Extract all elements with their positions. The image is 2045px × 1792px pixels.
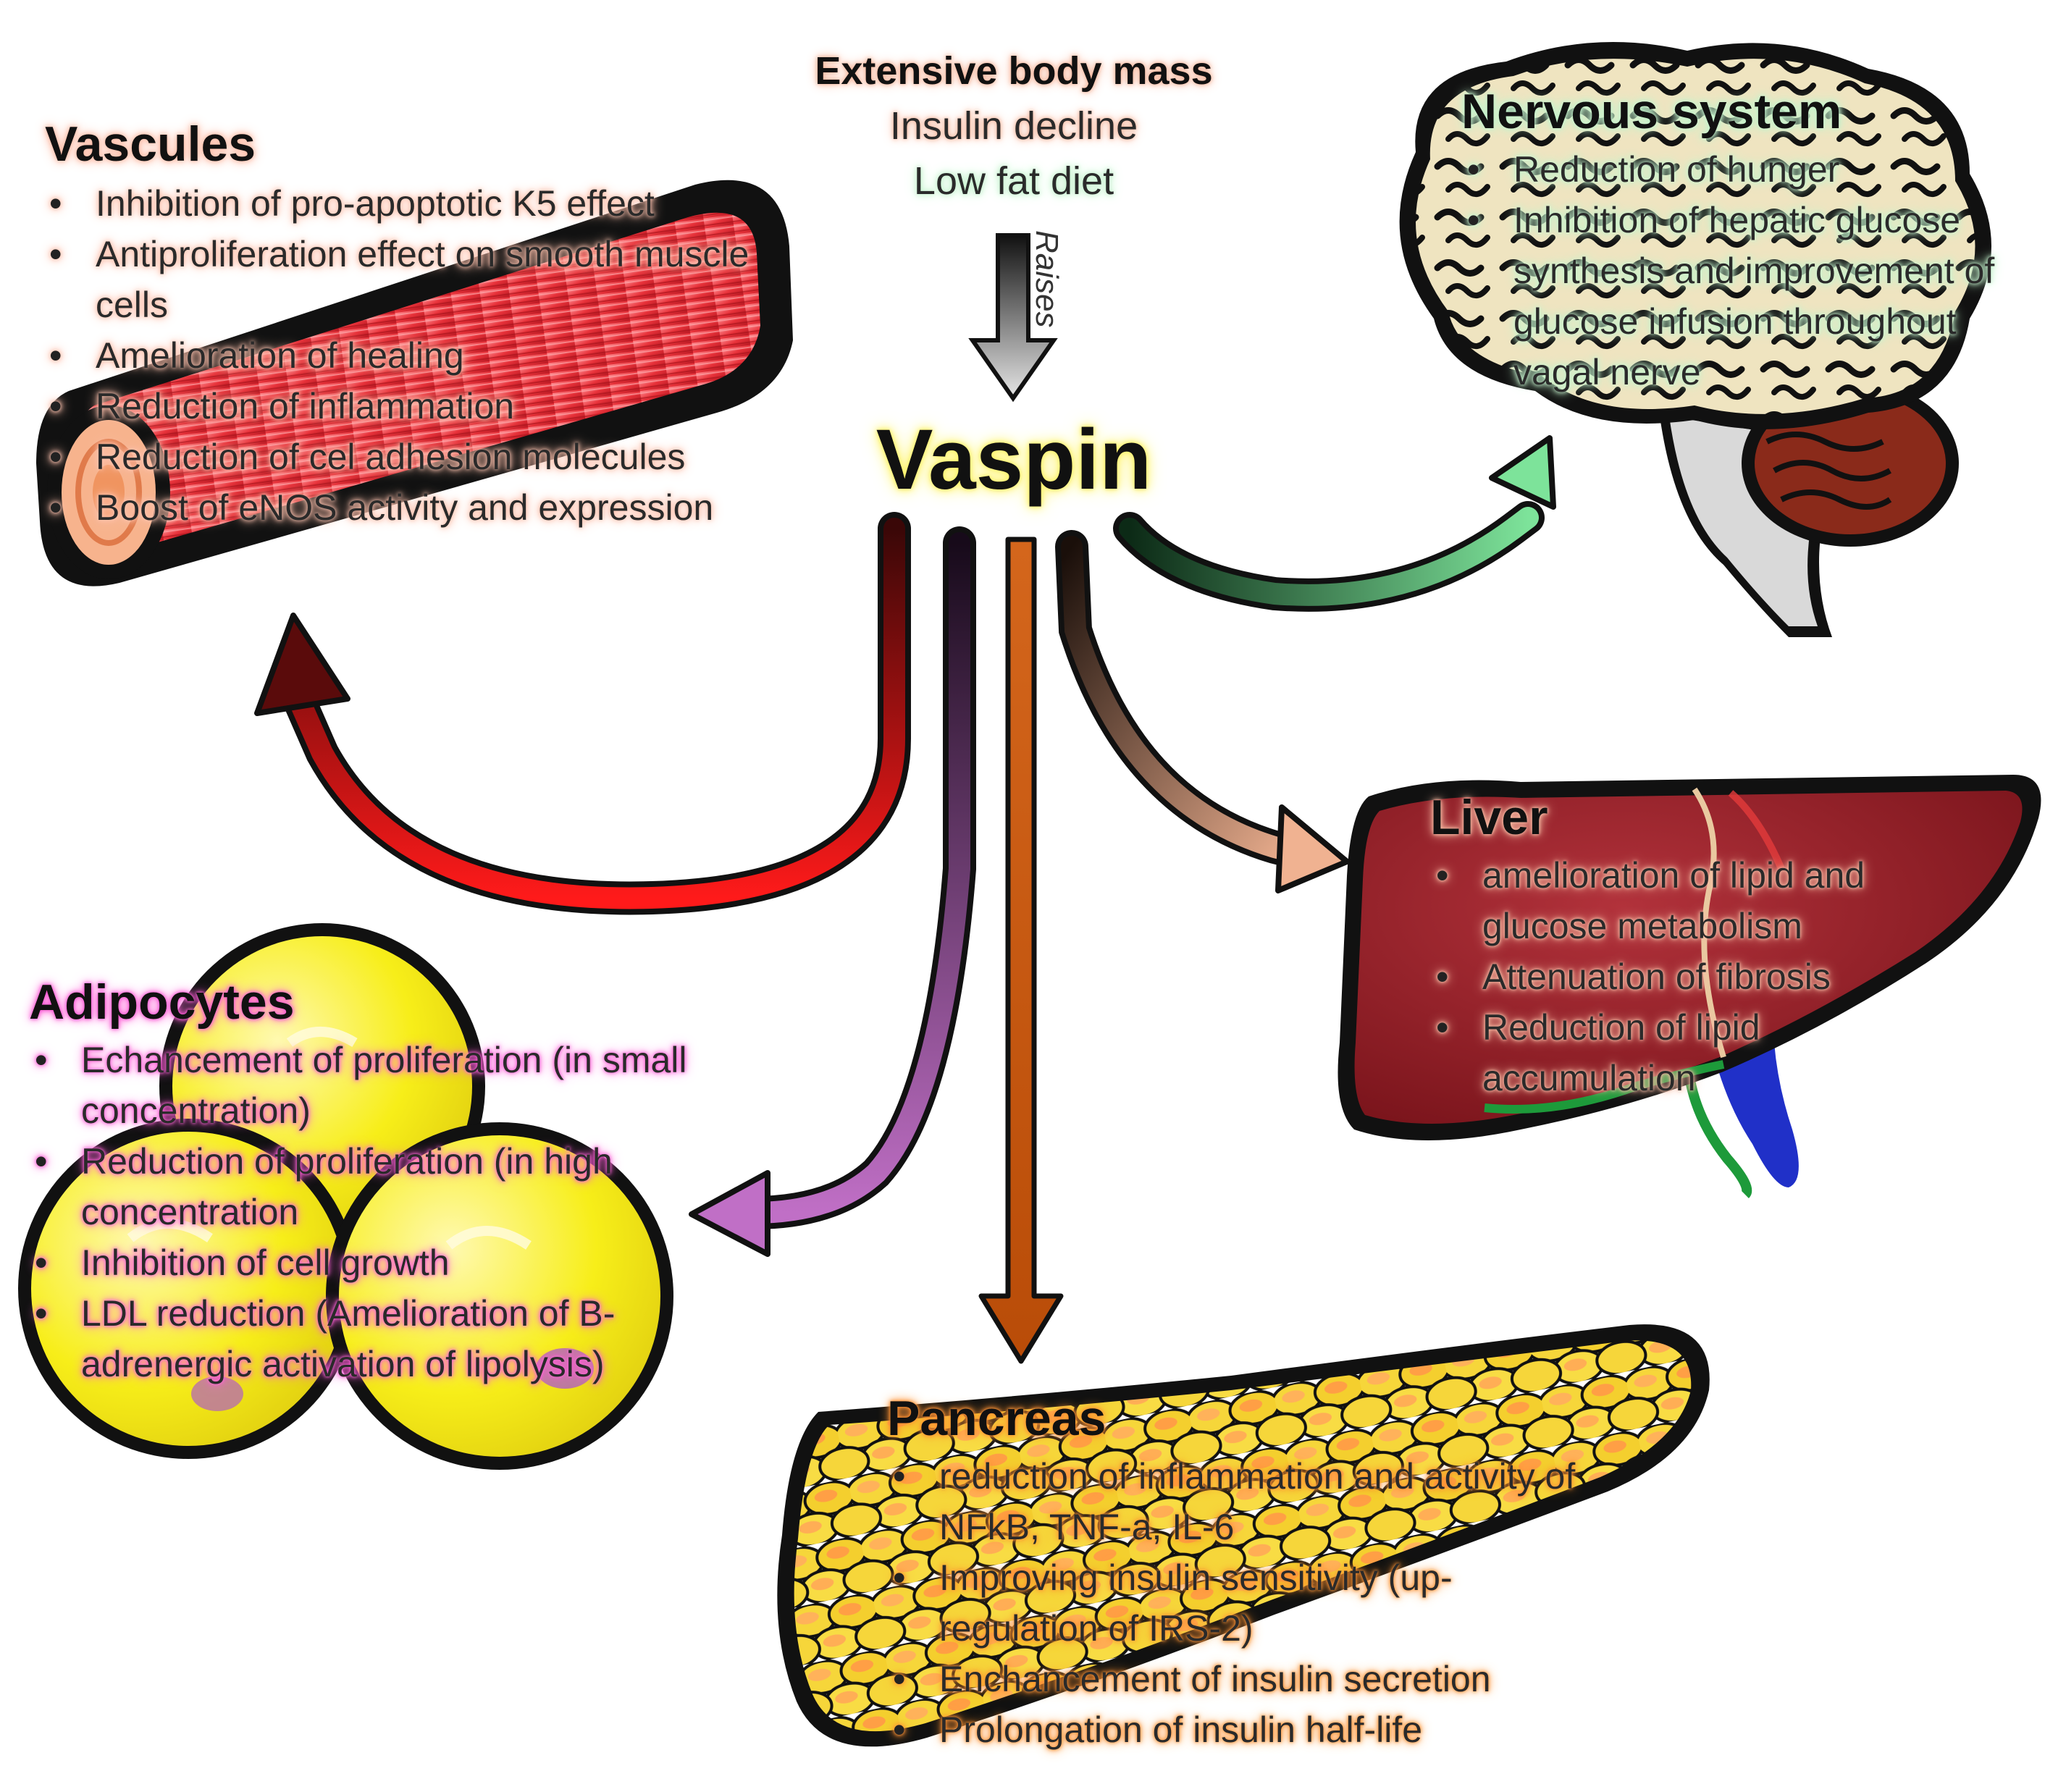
arrow-to-liver [1055, 530, 1350, 893]
list-item: Reduction of lipid accumulation [1430, 1002, 1844, 1103]
list-item: Echancement of proliferation (in small c… [29, 1035, 711, 1136]
trigger-low-fat-diet: Low fat diet [913, 159, 1114, 203]
trigger-list: Extensive body mass Insulin decline Low … [753, 43, 1275, 209]
trigger-extensive-body-mass: Extensive body mass [815, 49, 1213, 93]
vascules-panel: Vascules Inhibition of pro-apoptotic K5 … [43, 116, 811, 533]
raises-label: Raises [1029, 230, 1065, 328]
list-item: Attenuation of fibrosis [1430, 951, 1981, 1002]
list-item: Enchancement of insulin secretion [887, 1654, 1669, 1704]
list-item: Inhibition of pro-apoptotic K5 effect [43, 178, 811, 229]
list-item: Antiproliferation effect on smooth muscl… [43, 229, 762, 330]
vaspin-title: Vaspin [875, 412, 1152, 508]
pancreas-list: reduction of inflammation and activity o… [887, 1451, 1669, 1755]
vascules-title: Vascules [45, 117, 256, 172]
liver-title: Liver [1430, 790, 1548, 845]
list-item: Improving insulin sensitivity (up-regula… [887, 1552, 1519, 1654]
list-item: reduction of inflammation and activity o… [887, 1451, 1663, 1552]
list-item: Boost of eNOS activity and expression [43, 482, 811, 533]
trigger-insulin-decline: Insulin decline [889, 104, 1138, 148]
adipocytes-panel: Adipocytes Echancement of proliferation … [29, 974, 724, 1389]
liver-panel: Liver amelioration of lipid and glucose … [1430, 789, 1981, 1103]
list-item: Reduction of cel adhesion molecules [43, 432, 811, 482]
adipocytes-list: Echancement of proliferation (in small c… [29, 1035, 724, 1389]
pancreas-title: Pancreas [887, 1391, 1107, 1446]
arrow-to-pancreas [978, 537, 1064, 1364]
list-item: Reduction of inflammation [43, 381, 811, 432]
arrow-to-nervous [1113, 435, 1556, 612]
list-item: Amelioration of healing [43, 330, 811, 381]
list-item: LDL reduction (Amelioration of B-adrener… [29, 1288, 733, 1389]
liver-list: amelioration of lipid and glucose metabo… [1430, 850, 1981, 1103]
list-item: Inhibition of hepatic glucose synthesis … [1461, 195, 2020, 397]
vascules-list: Inhibition of pro-apoptotic K5 effect An… [43, 178, 811, 533]
list-item: amelioration of lipid and glucose metabo… [1430, 850, 1931, 951]
arrow-to-vascules [254, 512, 911, 915]
pancreas-panel: Pancreas reduction of inflammation and a… [887, 1390, 1669, 1755]
raises-arrow [968, 233, 1058, 403]
list-item: Reduction of proliferation (in high conc… [29, 1136, 740, 1237]
adipocytes-title: Adipocytes [29, 975, 295, 1030]
nervous-panel: Nervous system Reduction of hunger Inhib… [1461, 83, 2041, 397]
nervous-list: Reduction of hunger Inhibition of hepati… [1461, 144, 2041, 397]
list-item: Inhibition of cell growth [29, 1237, 724, 1288]
list-item: Prolongation of insulin half-life [887, 1704, 1669, 1755]
list-item: Reduction of hunger [1461, 144, 2041, 195]
nervous-title: Nervous system [1461, 84, 1842, 139]
